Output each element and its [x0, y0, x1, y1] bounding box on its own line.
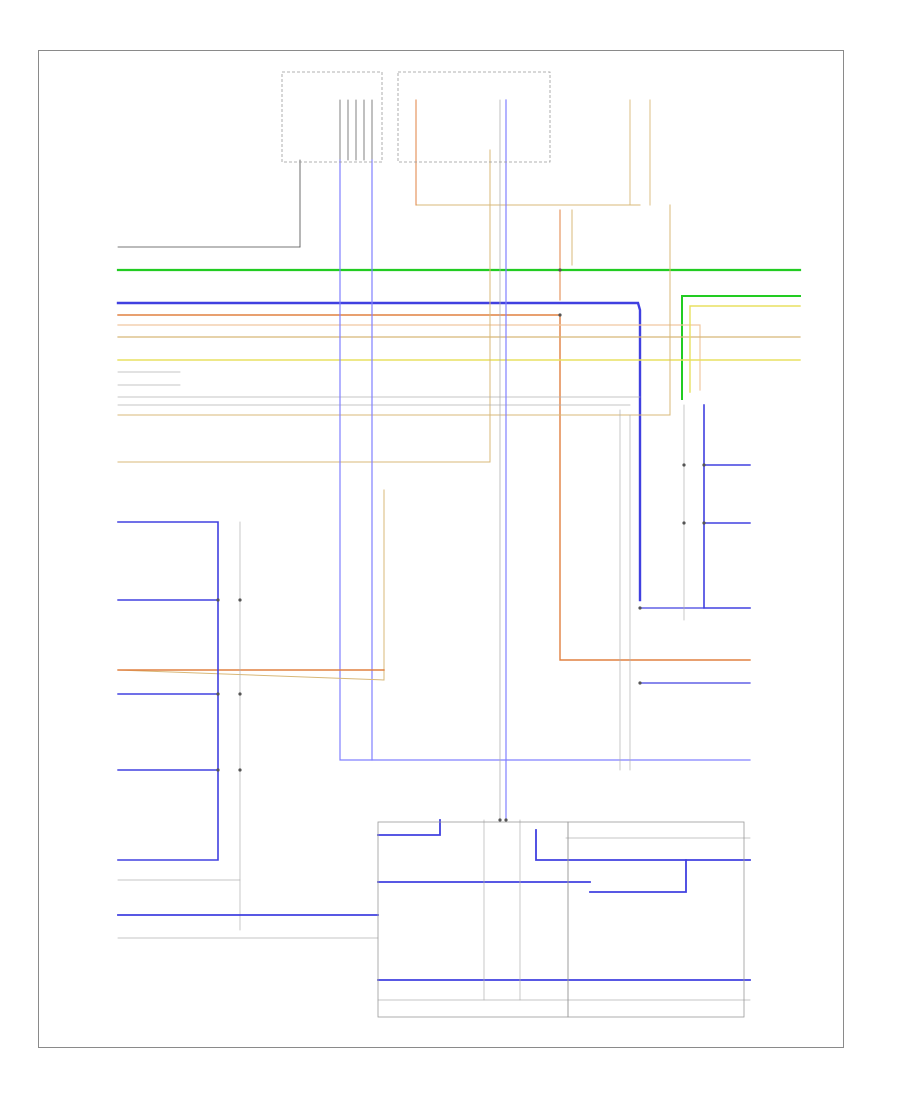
splice-0	[216, 598, 220, 602]
orange-bus-wire	[117, 314, 751, 661]
splice-2	[216, 768, 220, 772]
splice-3	[238, 598, 242, 602]
blue-left-1	[117, 521, 219, 861]
splice-5	[238, 768, 242, 772]
splice-12	[702, 463, 706, 467]
connector-layer	[281, 71, 745, 1018]
blue-bottom-1	[377, 819, 441, 836]
yellow-branch-wire	[689, 305, 801, 393]
tan-mid-wire	[117, 149, 491, 463]
splice-15	[498, 818, 502, 822]
wire-layer	[116, 99, 802, 1001]
tan-mid-vert	[117, 489, 385, 681]
blue-bottom-3	[535, 829, 751, 861]
bottom-module-box	[377, 821, 569, 1018]
blue-bus-wire	[116, 301, 642, 602]
tan-top-wire	[415, 149, 641, 206]
green-branch-wire	[681, 295, 801, 400]
splice-10	[558, 313, 562, 317]
bottom-module-box-2	[567, 821, 745, 1018]
splice-4	[238, 692, 242, 696]
splice-6	[638, 606, 642, 610]
tan-low-wire	[117, 204, 671, 416]
blue-bottom-4	[589, 859, 687, 893]
splice-1	[216, 692, 220, 696]
blue-right-1	[703, 404, 751, 609]
splice-14	[504, 818, 508, 822]
top-left-connector	[281, 71, 383, 163]
blue-top-wire-1	[339, 159, 373, 761]
diagram-frame	[38, 50, 844, 1048]
splice-13	[702, 521, 706, 525]
splice-8	[682, 463, 686, 467]
splice-11	[558, 268, 562, 272]
splice-layer	[216, 268, 706, 822]
blue-top-wire-2	[371, 159, 751, 761]
splice-9	[682, 521, 686, 525]
peach-bus-wire	[117, 324, 701, 391]
splice-7	[638, 681, 642, 685]
top-mid-connector	[397, 71, 551, 163]
